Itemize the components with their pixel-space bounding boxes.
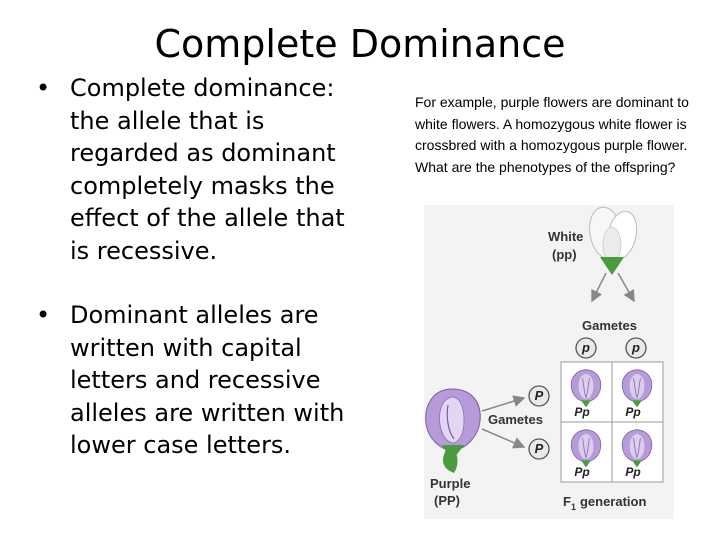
generation-text: generation <box>580 494 647 509</box>
gamete-top-2-label: p <box>631 340 640 355</box>
gamete-top-2 <box>625 337 647 359</box>
arrow-purple-gamete-2 <box>481 428 526 449</box>
bullet-complete-dominance: Complete dominance: the allele that is r… <box>34 72 364 267</box>
punnett-figure: White (pp) Gametes p p Pp Pp Pp <box>424 205 674 519</box>
white-parent-genotype: (pp) <box>552 247 577 262</box>
gametes-left-label: Gametes <box>488 412 543 427</box>
purple-parent-label: Purple <box>430 476 470 491</box>
bullet-list: Complete dominance: the allele that is r… <box>34 72 364 462</box>
gamete-top-1-label: p <box>581 340 590 355</box>
generation-label: F1 generation <box>563 494 646 512</box>
gamete-left-2-label: P <box>535 441 544 456</box>
gametes-top-label: Gametes <box>582 318 637 333</box>
bullet-allele-notation: Dominant alleles are written with capita… <box>34 299 364 462</box>
offspring-genotype: Pp <box>574 465 589 479</box>
offspring-cell-2: Pp <box>621 369 653 419</box>
white-flower-illustration <box>589 206 638 275</box>
punnett-figure-svg: White (pp) Gametes p p Pp Pp Pp <box>424 205 674 519</box>
generation-letter: F <box>563 494 571 509</box>
offspring-cell-1: Pp <box>570 369 602 419</box>
gamete-left-1 <box>528 385 550 407</box>
offspring-cell-3: Pp <box>570 429 602 479</box>
gamete-top-1 <box>575 337 597 359</box>
purple-parent-genotype: (PP) <box>434 493 460 508</box>
gamete-left-1-label: P <box>535 388 544 403</box>
arrow-purple-gamete-1 <box>481 395 526 412</box>
gamete-left-2 <box>528 438 550 460</box>
arrow-white-gamete-1 <box>591 272 607 303</box>
white-parent-label: White <box>548 229 583 244</box>
slide-title: Complete Dominance <box>154 22 566 66</box>
offspring-genotype: Pp <box>625 465 640 479</box>
offspring-cell-4: Pp <box>621 429 653 479</box>
generation-subscript: 1 <box>571 502 576 512</box>
example-text: For example, purple flowers are dominant… <box>415 94 689 175</box>
arrow-white-gamete-2 <box>617 272 635 303</box>
offspring-genotype: Pp <box>625 405 640 419</box>
offspring-genotype: Pp <box>574 405 589 419</box>
purple-flower-illustration <box>425 388 481 473</box>
